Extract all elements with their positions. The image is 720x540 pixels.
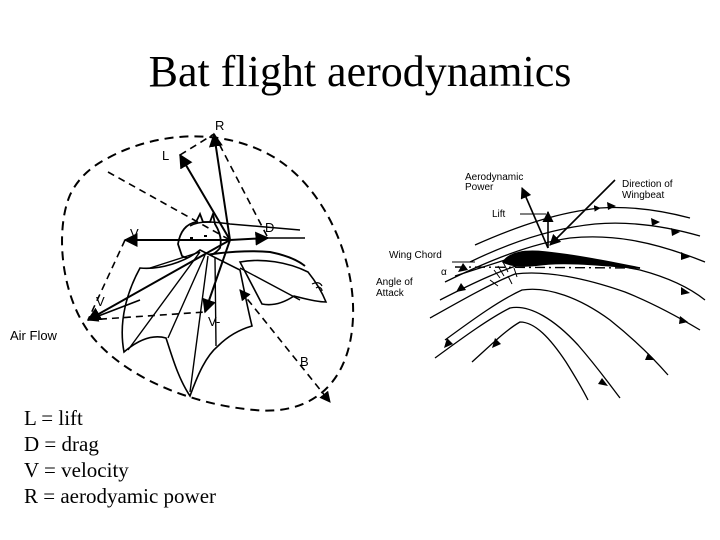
legend-item-velocity: V = velocity — [24, 458, 129, 482]
wingbeat-direction-arrow — [549, 179, 616, 246]
streamline-arrowheads — [444, 202, 690, 386]
air-flow-arrow — [86, 299, 141, 322]
label-air-flow: Air Flow — [10, 328, 58, 343]
label-b: B — [300, 354, 309, 369]
span-b-dimension — [239, 289, 331, 403]
right-airfoil-diagram: Aerodynamic Power Lift Direction of Wing… — [376, 172, 706, 401]
label-v-lower: V — [96, 294, 105, 309]
dashed-construction-line — [179, 133, 215, 156]
dashed-construction-line — [213, 133, 269, 239]
legend-item-drag: D = drag — [24, 432, 99, 456]
aerodynamic-power-arrow — [520, 186, 549, 249]
wing-chord-line — [454, 266, 641, 269]
dashed-construction-line — [87, 311, 206, 321]
label-v-minus: V- — [208, 314, 220, 329]
label-r: R — [215, 118, 224, 133]
downstroke-velocity-arrow — [202, 239, 231, 314]
left-bat-diagram: R L D V V V- B Air Flow — [10, 118, 355, 412]
label-wing-chord: Wing Chord — [389, 250, 442, 261]
angle-reference-line — [454, 259, 506, 277]
resultant-arrow — [208, 132, 231, 241]
legend-item-lift: L = lift — [24, 406, 83, 430]
label-aerodynamic-power-1: Aerodynamic — [465, 172, 523, 183]
label-lift: Lift — [492, 209, 506, 220]
label-v-upper: V — [130, 226, 139, 241]
label-aerodynamic-power-2: Power — [465, 182, 494, 193]
label-alpha: α — [441, 267, 447, 278]
legend: L = lift D = drag V = velocity R = aerod… — [24, 405, 216, 509]
drag-arrow — [229, 231, 270, 246]
dashed-envelope-ellipse — [61, 135, 355, 412]
label-direction-1: Direction of — [622, 179, 673, 190]
label-l: L — [162, 148, 169, 163]
airfoil-wing — [501, 250, 641, 269]
slide-title: Bat flight aerodynamics — [148, 47, 572, 96]
label-direction-2: Wingbeat — [622, 190, 664, 201]
turbulence-marks — [489, 261, 518, 287]
label-angle-of-attack-1: Angle of — [376, 277, 413, 288]
dashed-construction-line — [87, 239, 126, 321]
bat-silhouette — [121, 210, 328, 398]
lift-arrow — [179, 153, 231, 241]
streamlines — [429, 205, 706, 401]
velocity-lower-arrow — [86, 239, 231, 321]
label-d: D — [265, 220, 274, 235]
legend-item-power: R = aerodyamic power — [24, 484, 217, 508]
label-angle-of-attack-2: Attack — [376, 288, 405, 299]
